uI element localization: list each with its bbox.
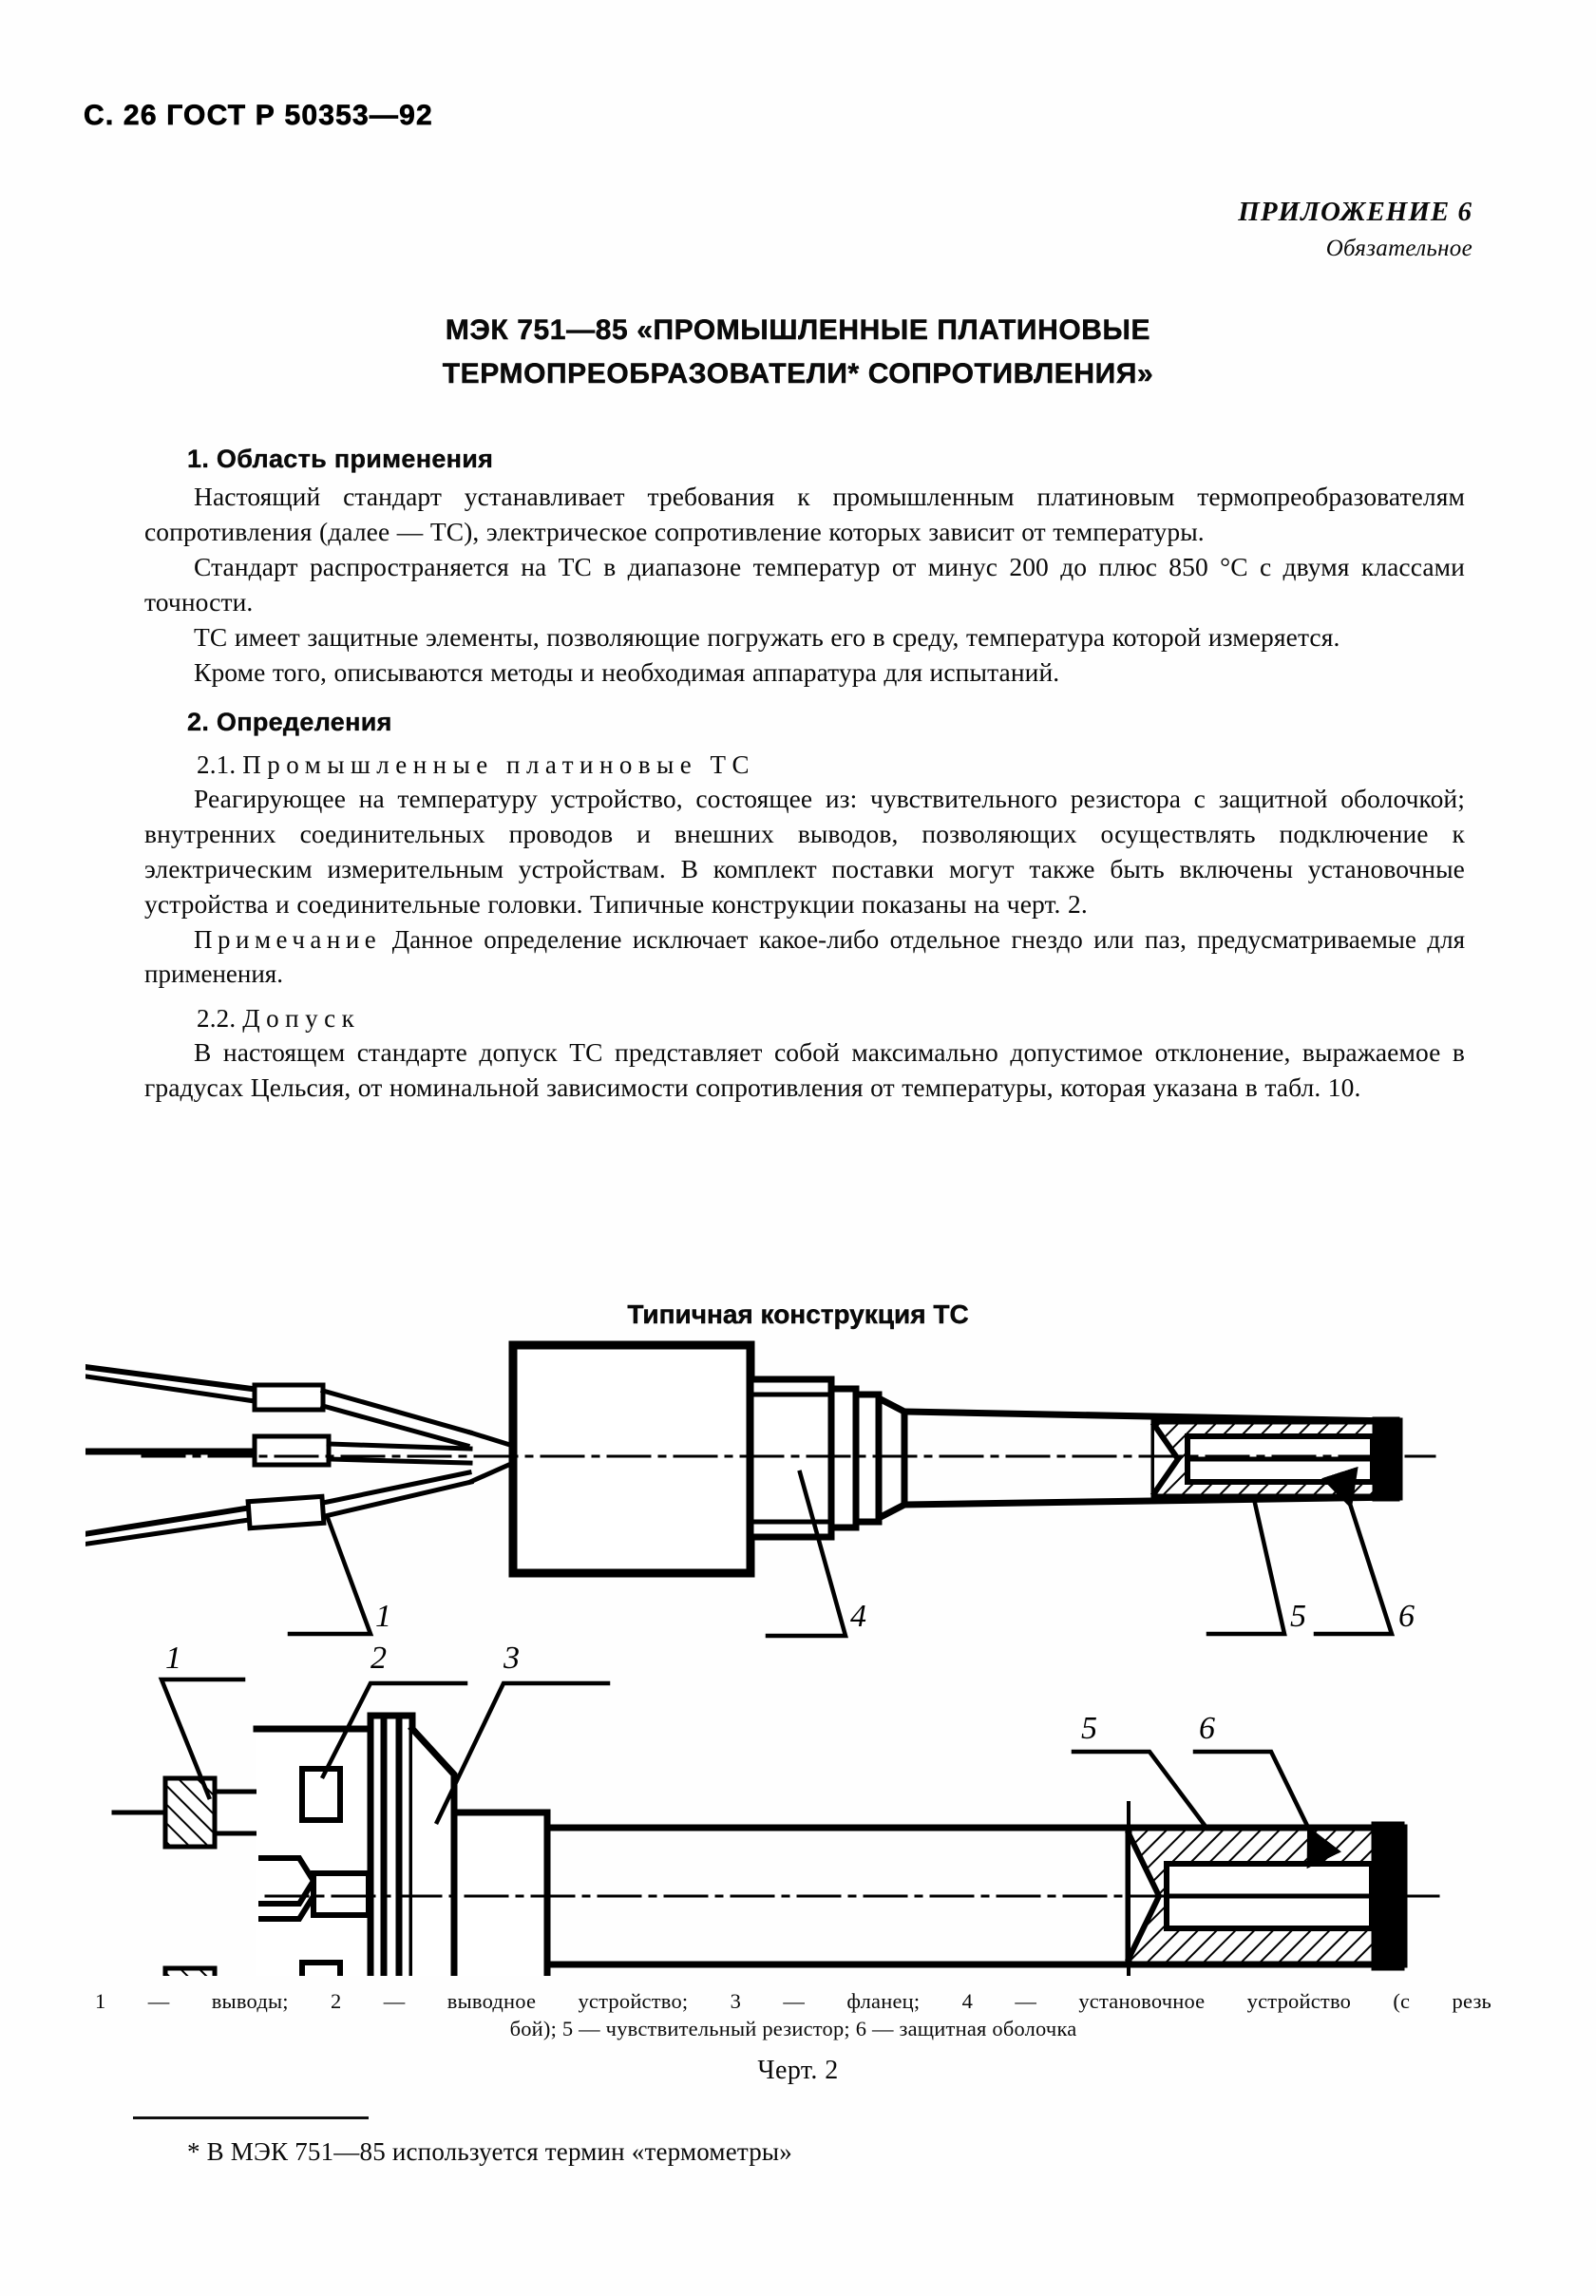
clause-number-2-1: 2.1. (197, 750, 237, 779)
diagram-bottom (111, 1677, 1446, 1976)
mounting-device-top (747, 1376, 908, 1541)
callout-leaders-bottom (158, 1677, 1342, 1869)
heading-section-2: 2. Определения (187, 707, 392, 736)
figure-legend: 1 — выводы; 2 — выводное устройство; 3 —… (95, 1987, 1492, 2043)
callout-leaders-top (287, 1466, 1396, 1639)
heading-section-2-2: 2.2. Допуск (144, 1004, 1465, 1034)
connection-head-top (508, 1340, 755, 1578)
appendix-subtitle: Обязательное (1325, 236, 1472, 262)
appendix-title: ПРИЛОЖЕНИЕ 6 (1238, 197, 1472, 227)
lead-out-device-bottom (253, 1725, 374, 1976)
text-column: 1. Область применения Настоящий стандарт… (144, 427, 1465, 1106)
paragraph-2-1-1: Реагирующее на температуру устройство, с… (144, 783, 1465, 919)
callout-top-6: 6 (1398, 1599, 1415, 1634)
paragraph-2-2-1: В настоящем стандарте допуск ТС представ… (144, 1037, 1465, 1103)
callout-bottom-6: 6 (1199, 1711, 1215, 1746)
paragraph-1-4: Кроме того, описываются методы и необход… (194, 656, 1060, 687)
footnote-text: * В МЭК 751—85 используется термин «терм… (187, 2137, 792, 2166)
paragraph-1-1: Настоящий стандарт устанавливает требова… (144, 482, 1465, 546)
figure-legend-line1: 1 — выводы; 2 — выводное устройство; 3 —… (95, 1989, 1492, 2013)
clause-title-2-2: Допуск (242, 1004, 361, 1034)
paragraph-1-2: Стандарт распространяется на ТС в диапаз… (144, 551, 1465, 617)
appendix-block: ПРИЛОЖЕНИЕ 6 Обязательное (1238, 195, 1472, 264)
clause-number-2-2: 2.2. (197, 1004, 237, 1034)
running-head: С. 26 ГОСТ Р 50353—92 (84, 100, 433, 132)
footnote-separator (133, 2116, 369, 2119)
document-title: МЭК 751—85 «ПРОМЫШЛЕННЫЕ ПЛАТИНОВЫЕ ТЕРМ… (152, 309, 1444, 395)
figure-drawing-area: 1 4 5 6 (86, 1330, 1510, 1976)
callout-bottom-3: 3 (503, 1641, 520, 1676)
paragraph-1-3: ТС имеет защитные элементы, позволяющие … (194, 621, 1340, 652)
figure-heading: Типичная конструкция ТС (627, 1300, 969, 1329)
callout-bottom-2: 2 (370, 1641, 387, 1676)
callout-top-1: 1 (375, 1599, 391, 1634)
callout-bottom-1: 1 (165, 1641, 181, 1676)
document-title-line2: ТЕРМОПРЕОБРАЗОВАТЕЛИ* СОПРОТИВЛЕНИЯ» (442, 357, 1154, 389)
clause-title-2-1: Промышленные платиновые ТС (242, 750, 756, 779)
figure-legend-line2: бой); 5 — чувствительный резистор; 6 — з… (509, 2017, 1077, 2041)
diagram-top (86, 1340, 1436, 1639)
callout-top-5: 5 (1290, 1599, 1306, 1634)
heading-section-1: 1. Область применения (187, 445, 494, 473)
heading-section-2-1: 2.1. Промышленные платиновые ТС (144, 750, 1465, 780)
note-label: Примечание (194, 924, 382, 954)
callout-top-4: 4 (850, 1599, 866, 1634)
figure-number: Черт. 2 (757, 2056, 839, 2085)
sensing-element-top (1150, 1416, 1403, 1502)
flange-bottom (367, 1712, 458, 1976)
note-text: Данное определение исключает какое-либо … (144, 924, 1465, 989)
sensing-element-bottom (1124, 1801, 1408, 1976)
callout-bottom-5: 5 (1081, 1711, 1097, 1746)
technical-drawing-svg: 1 4 5 6 (86, 1340, 1446, 1976)
paragraph-2-1-note: Примечание Данное определение исключает … (144, 922, 1465, 992)
lead-wires-top (86, 1364, 517, 1546)
document-title-line1: МЭК 751—85 «ПРОМЫШЛЕННЫЕ ПЛАТИНОВЫЕ (445, 314, 1151, 346)
